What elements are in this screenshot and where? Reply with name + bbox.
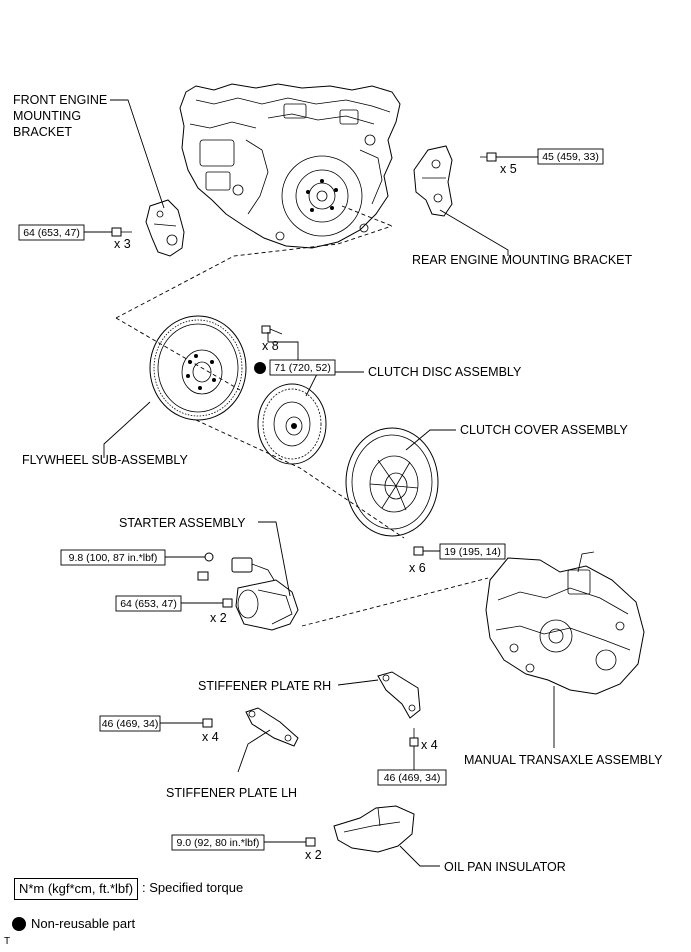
- rear-engine-mounting-bracket: [413, 145, 453, 217]
- part-labels: FRONT ENGINE MOUNTING BRACKET REAR ENGIN…: [13, 93, 663, 874]
- legend-torque-unit: N*m (kgf*cm, ft.*lbf): [14, 878, 138, 900]
- corner-mark: T: [4, 936, 11, 947]
- qty-starter-bolt: x 2: [210, 611, 227, 625]
- rear-bracket-bolt: [480, 152, 497, 162]
- stiffener-lh-bolt: [202, 718, 213, 728]
- clutch-disc: [257, 383, 327, 465]
- legend-non-reusable-dot: [12, 917, 26, 931]
- label-clutch-disc: CLUTCH DISC ASSEMBLY: [368, 365, 522, 379]
- label-manual-transaxle: MANUAL TRANSAXLE ASSEMBLY: [464, 753, 663, 767]
- leader-lines: [84, 99, 555, 867]
- front-engine-mounting-bracket: [145, 199, 185, 257]
- transaxle-bolt: [413, 546, 424, 556]
- torque-stiffener-lh: 46 (469, 34): [102, 718, 159, 730]
- qty-oil-pan: x 2: [305, 848, 322, 862]
- starter-bolt: [197, 571, 233, 608]
- engine-block: [179, 83, 401, 249]
- quantities: x 3 x 5 x 8 x 2 x 6 x 4 x 4 x 2: [114, 162, 517, 862]
- legend-torque-text: : Specified torque: [142, 880, 244, 895]
- label-stiffener-lh: STIFFENER PLATE LH: [166, 786, 297, 800]
- oil-pan-bolt: [305, 837, 316, 847]
- manual-transaxle: [485, 551, 645, 695]
- torque-transaxle-bolt: 19 (195, 14): [444, 546, 501, 558]
- non-reusable-marker: [254, 362, 266, 374]
- label-flywheel: FLYWHEEL SUB-ASSEMBLY: [22, 453, 188, 467]
- qty-rear-bracket: x 5: [500, 162, 517, 176]
- stiffener-plate-rh: [377, 671, 421, 719]
- flywheel-bolt: [261, 325, 283, 335]
- starter-assembly: [231, 557, 299, 631]
- legend-non-reusable-text: Non-reusable part: [31, 916, 136, 931]
- clutch-cover: [345, 427, 439, 537]
- label-starter: STARTER ASSEMBLY: [119, 516, 246, 530]
- stiffener-rh-bolt: [409, 728, 419, 747]
- label-front-engine-bracket-2: MOUNTING: [13, 109, 81, 123]
- front-bracket-bolt: [111, 227, 132, 237]
- label-oil-pan-insulator: OIL PAN INSULATOR: [444, 860, 566, 874]
- qty-front-bracket: x 3: [114, 237, 131, 251]
- torque-front-bracket: 64 (653, 47): [23, 227, 80, 239]
- label-stiffener-rh: STIFFENER PLATE RH: [198, 679, 331, 693]
- qty-flywheel-bolt: x 8: [262, 339, 279, 353]
- label-rear-engine-bracket: REAR ENGINE MOUNTING BRACKET: [412, 253, 633, 267]
- flywheel: [149, 315, 247, 421]
- assembly-dashed-lines: [115, 205, 489, 627]
- qty-stiffener-rh: x 4: [421, 738, 438, 752]
- qty-transaxle-bolt: x 6: [409, 561, 426, 575]
- torque-starter-bolt: 64 (653, 47): [120, 598, 177, 610]
- torque-oil-pan: 9.0 (92, 80 in.*lbf): [177, 837, 260, 849]
- stiffener-plate-lh: [245, 707, 299, 747]
- torque-boxes: 64 (653, 47) 45 (459, 33) 71 (720, 52) 9…: [18, 148, 604, 851]
- torque-rear-bracket: 45 (459, 33): [542, 151, 599, 163]
- torque-starter-nut: 9.8 (100, 87 in.*lbf): [69, 552, 158, 564]
- label-front-engine-bracket-3: BRACKET: [13, 125, 72, 139]
- label-front-engine-bracket-1: FRONT ENGINE: [13, 93, 107, 107]
- label-clutch-cover: CLUTCH COVER ASSEMBLY: [460, 423, 629, 437]
- torque-stiffener-rh: 46 (469, 34): [384, 772, 441, 784]
- torque-flywheel-bolt: 71 (720, 52): [274, 362, 331, 374]
- oil-pan-insulator: [333, 805, 415, 853]
- qty-stiffener-lh: x 4: [202, 730, 219, 744]
- starter-nut: [204, 552, 214, 562]
